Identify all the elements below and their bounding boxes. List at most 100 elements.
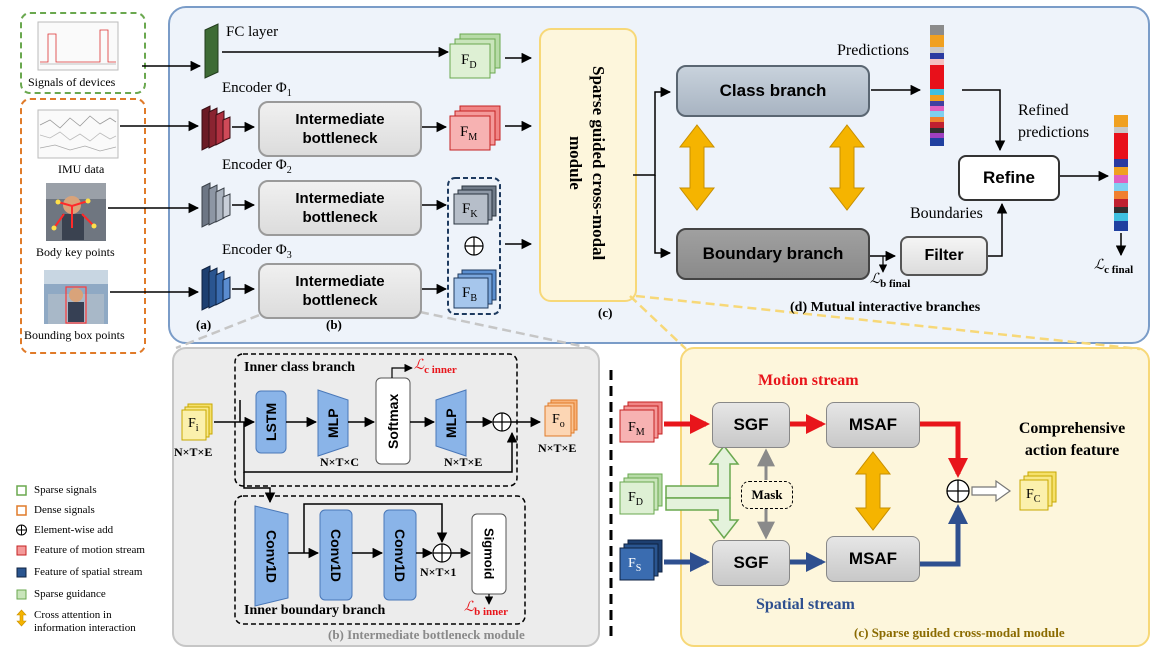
sparse-module-label: Sparse guided cross-modal module	[566, 65, 608, 261]
boundary-branch-block: Boundary branch	[676, 228, 870, 280]
mutual-title: (d) Mutual interactive branches	[790, 300, 981, 315]
predictions-label: Predictions	[837, 42, 909, 59]
body-key-points-image	[46, 183, 106, 241]
cross-attention-arrow-1	[678, 124, 716, 211]
inner-boundary-branch-box	[234, 495, 526, 625]
fk-label: FK	[462, 201, 478, 220]
refined-predictions-label: Refined predictions	[1018, 102, 1090, 141]
mlp2-block	[435, 389, 467, 457]
legend-motion-swatch	[16, 545, 27, 556]
inner-boundary-label: Inner boundary branch	[244, 603, 386, 618]
spatial-stream-label: Spatial stream	[756, 596, 855, 613]
boundaries-label: Boundaries	[910, 205, 983, 222]
fm-label: FM	[460, 124, 478, 143]
feature-fi-stack	[181, 403, 213, 441]
refined-predictions-bar	[1114, 115, 1128, 231]
legend-cross: Cross attention in information interacti…	[34, 609, 136, 635]
feature-fc-stack	[1019, 471, 1057, 511]
feature-fd-lower	[619, 473, 663, 515]
mlp1-label: MLP	[325, 408, 341, 438]
feature-fm-lower	[619, 401, 663, 443]
dim-1: N×T×1	[420, 565, 457, 579]
dim-e: N×T×E	[444, 455, 483, 469]
cross-attention-arrow-2	[828, 124, 866, 211]
loss-b-inner: ℒb inner	[464, 599, 509, 618]
label-b: (b)	[326, 317, 342, 332]
legend-add: Element-wise add	[34, 524, 114, 536]
fc-layer-shape	[204, 23, 219, 79]
encoder2-label: Encoder Φ2	[222, 157, 292, 176]
fd-label: FD	[461, 52, 477, 71]
hollow-arrow	[971, 479, 1012, 503]
bottleneck-block-1: Intermediate bottleneck	[258, 101, 422, 157]
bottleneck-block-3: Intermediate bottleneck	[258, 263, 422, 319]
legend-dense: Dense signals	[34, 504, 95, 516]
label-a: (a)	[196, 317, 212, 332]
conv3-label: Conv1D	[392, 528, 408, 582]
conv2-block	[319, 509, 353, 601]
conv2-label: Conv1D	[328, 528, 344, 582]
legend-spatial-swatch	[16, 567, 27, 578]
encoder1-label: Encoder Φ1	[222, 80, 292, 99]
msaf-block-1: MSAF	[826, 402, 920, 448]
sparse-signals-group	[20, 12, 146, 94]
sgf-block-2: SGF	[712, 540, 790, 586]
signals-of-devices-image	[37, 21, 119, 71]
msaf-block-2: MSAF	[826, 536, 920, 582]
softmax-label: Softmax	[385, 393, 401, 449]
legend-sparse: Sparse signals	[34, 484, 97, 496]
legend-spatial: Feature of spatial stream	[34, 566, 143, 578]
cross-attention-arrow-3	[854, 451, 892, 531]
bottleneck-module-title: (b) Intermediate bottleneck module	[328, 627, 525, 642]
comprehensive-label: Comprehensive action feature	[1018, 420, 1126, 460]
conv1-label: Conv1D	[263, 529, 280, 583]
predictions-bar	[930, 25, 944, 146]
guidance-arrow-up	[665, 444, 740, 499]
class-branch-block: Class branch	[676, 65, 870, 117]
mlp2-label: MLP	[443, 408, 459, 438]
guidance-arrow-down	[665, 497, 740, 540]
bottleneck-block-2: Intermediate bottleneck	[258, 180, 422, 236]
encoder2-shape	[201, 182, 231, 228]
refine-block: Refine	[958, 155, 1060, 201]
label-c: (c)	[598, 305, 613, 320]
loss-c-final: ℒc final	[1094, 257, 1134, 276]
legend-motion: Feature of motion stream	[34, 544, 145, 556]
conv1-block	[254, 505, 289, 607]
legend-guidance-swatch	[16, 589, 27, 600]
fo-label: Fo	[552, 412, 565, 430]
fi-label: Fi	[188, 416, 199, 434]
fk-fb-group-box	[447, 177, 501, 315]
sparse-module-block	[539, 28, 637, 302]
feature-fm-stack	[449, 105, 501, 151]
imu-data-image	[37, 109, 119, 159]
inner-class-branch-box	[234, 353, 518, 487]
motion-stream-label: Motion stream	[758, 372, 859, 389]
fb-label: FB	[462, 285, 478, 304]
legend-sparse-swatch	[16, 485, 27, 496]
signals-caption: Signals of devices	[28, 75, 116, 89]
bounding-box-points-image	[44, 270, 108, 324]
sgcm-title: (c) Sparse guided cross-modal module	[854, 625, 1065, 640]
loss-c-inner: ℒc inner	[414, 357, 457, 376]
mlp1-block	[317, 389, 349, 457]
imu-caption: IMU data	[58, 162, 105, 176]
fc-layer-label: FC layer	[226, 24, 279, 40]
bbox-caption: Bounding box points	[24, 328, 125, 342]
feature-fs-lower	[619, 539, 663, 581]
legend-guidance: Sparse guidance	[34, 588, 106, 600]
dim-out: N×T×E	[538, 441, 577, 455]
legend-cross-icon	[16, 609, 27, 627]
inner-class-label: Inner class branch	[244, 360, 355, 375]
fs-lower-label: FS	[628, 556, 642, 574]
encoder1-shape	[201, 105, 231, 151]
feature-fb-stack	[453, 269, 497, 309]
feature-fd-stack	[449, 33, 501, 79]
lstm-label: LSTM	[263, 402, 279, 442]
sgf-block-1: SGF	[712, 402, 790, 448]
legend-add-icon	[16, 524, 27, 536]
dim-c: N×T×C	[320, 455, 360, 469]
loss-b-final: ℒb final	[870, 271, 911, 290]
legend-dense-swatch	[16, 505, 27, 516]
